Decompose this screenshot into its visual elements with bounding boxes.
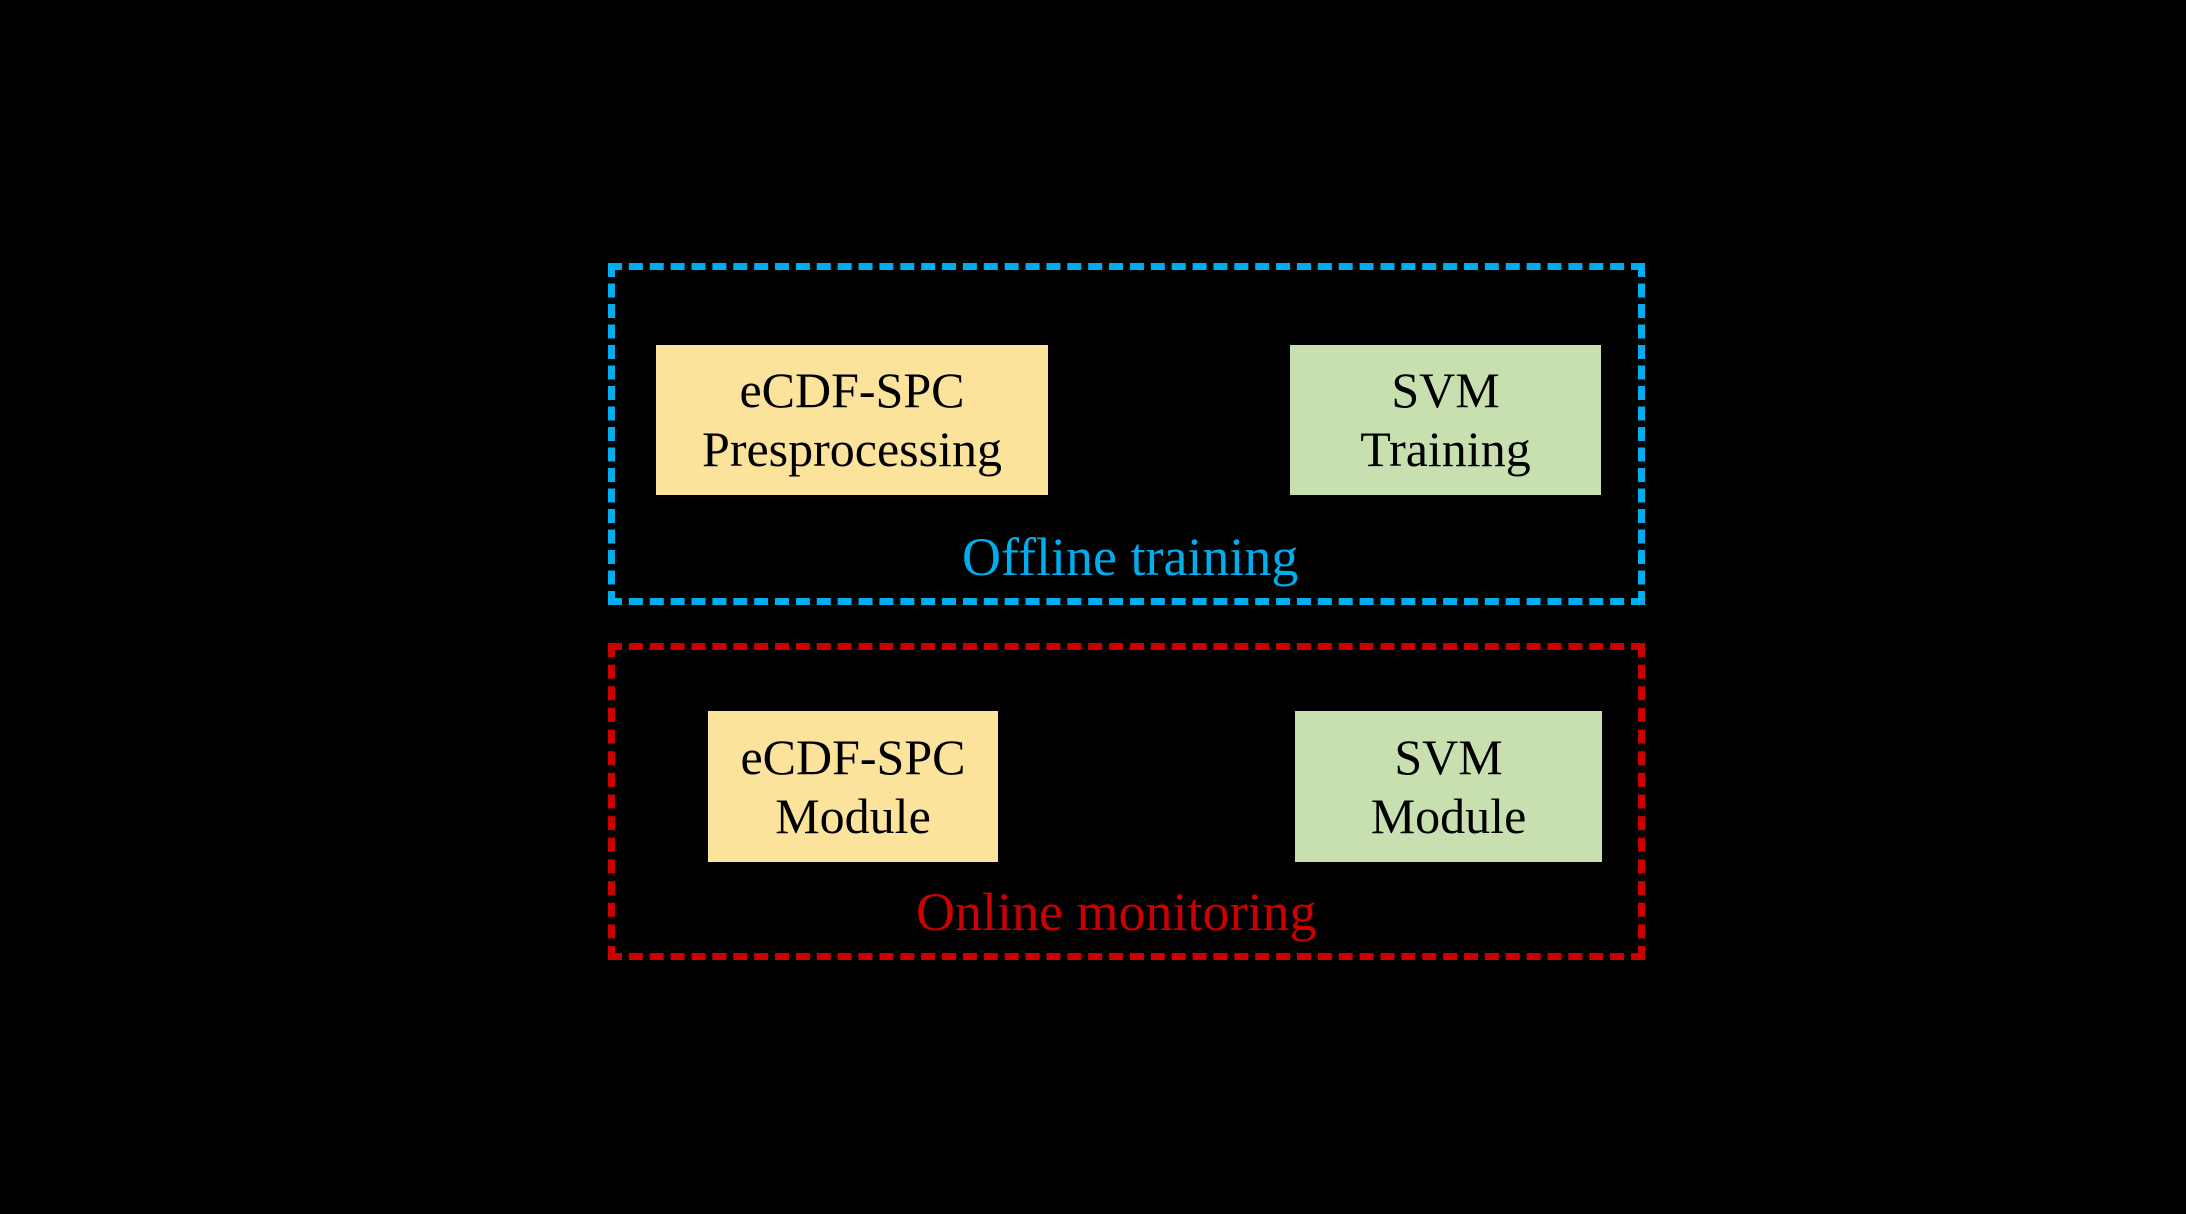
box-ecdf-spc-module: eCDF-SPC Module bbox=[708, 711, 998, 862]
box-ecdf-spc-presprocessing: eCDF-SPC Presprocessing bbox=[656, 345, 1048, 495]
box-svm-training: SVM Training bbox=[1290, 345, 1601, 495]
box-svm-module-line1: SVM bbox=[1394, 728, 1503, 785]
box-ecdf-spc-module-line1: eCDF-SPC bbox=[740, 728, 966, 785]
box-svm-training-line2: Training bbox=[1360, 421, 1531, 477]
box-svm-module-line2: Module bbox=[1370, 787, 1527, 844]
panel-label-offline-training: Offline training bbox=[962, 527, 1299, 587]
panel-offline-training bbox=[608, 263, 1645, 605]
panel-label-online-monitoring: Online monitoring bbox=[916, 882, 1317, 942]
box-ecdf-spc-presprocessing-line1: eCDF-SPC bbox=[739, 362, 965, 418]
box-svm-module: SVM Module bbox=[1295, 711, 1602, 862]
box-ecdf-spc-module-line2: Module bbox=[775, 787, 931, 844]
box-ecdf-spc-presprocessing-line2: Presprocessing bbox=[702, 421, 1002, 477]
box-svm-training-line1: SVM bbox=[1391, 362, 1500, 418]
panel-online-monitoring bbox=[608, 643, 1645, 960]
